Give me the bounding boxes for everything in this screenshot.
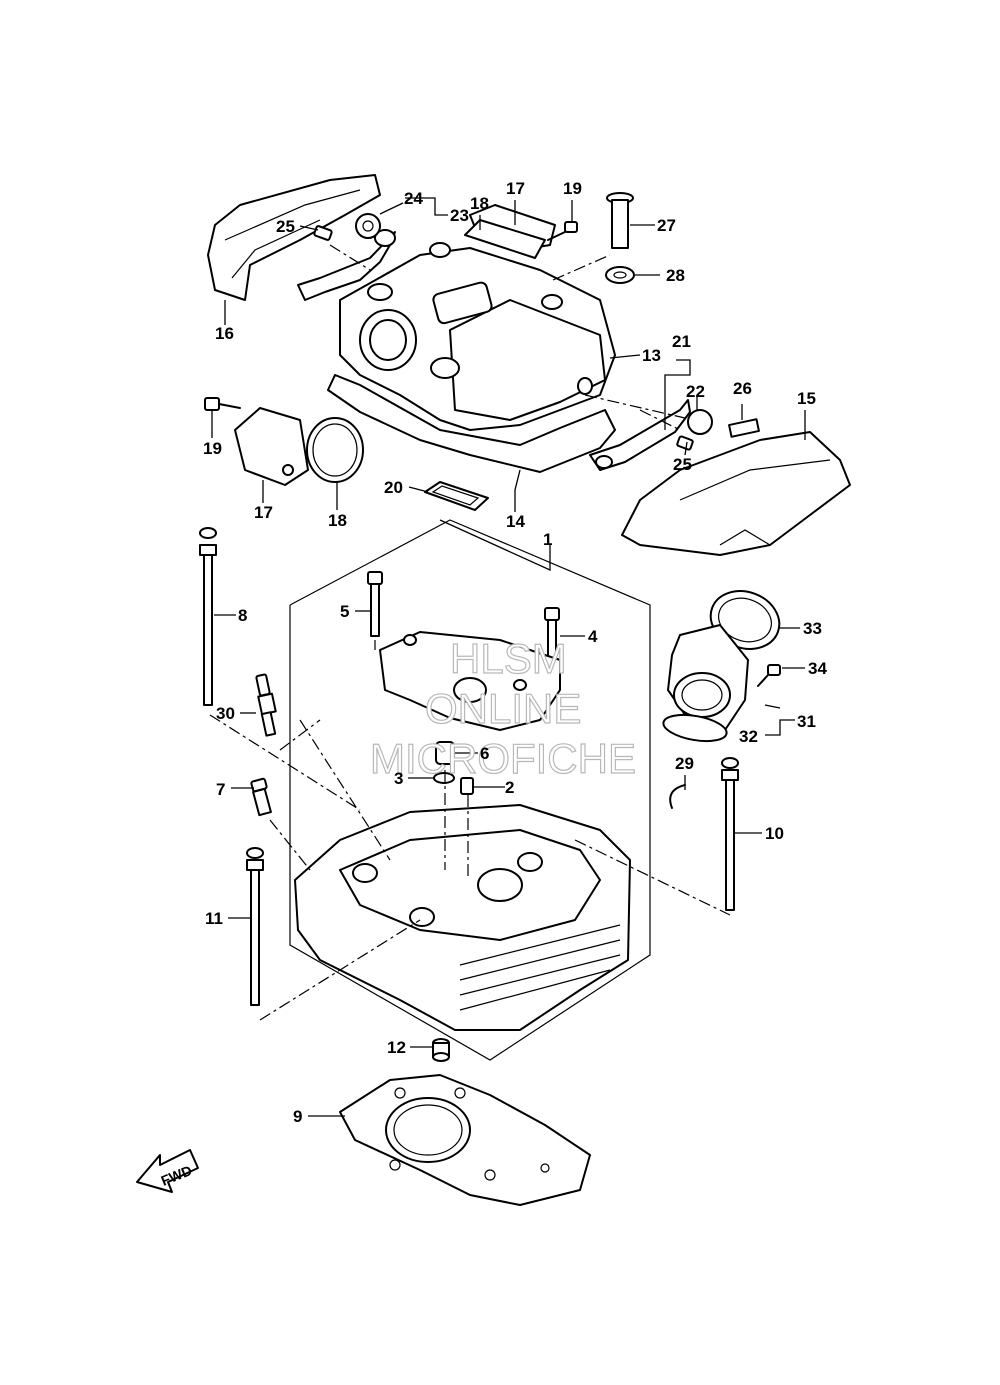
callout-18-left: 18 [328,511,347,530]
damper-24 [355,213,381,239]
tappet-cover-17-left [234,407,309,486]
bracket-21 [589,399,691,471]
callout-6: 6 [480,744,489,763]
valve-guide-7 [250,777,272,817]
bolt-10 [721,757,739,911]
callout-27: 27 [657,216,676,235]
watermark-line-3: MICROFICHE [370,735,636,782]
assembly-outline [289,519,651,1061]
callout-12: 12 [387,1038,406,1057]
callout-31: 31 [797,712,816,731]
bolt-11 [246,847,264,1006]
callout-18-right: 18 [470,194,489,213]
bolt-19-right [547,221,578,241]
callout-28: 28 [666,266,685,285]
screw-34 [757,664,781,687]
callout-14: 14 [506,512,525,531]
callout-5: 5 [340,602,349,621]
dowel-6 [435,741,455,765]
callout-4: 4 [588,627,598,646]
callout-22: 22 [686,382,705,401]
bolt-8 [199,527,217,706]
callout-2: 2 [505,778,514,797]
bracket-23 [297,229,396,301]
head-cover-gasket-14 [327,374,616,473]
callout-34: 34 [808,659,827,678]
callout-29: 29 [675,754,694,773]
o-ring-18-left [306,417,364,483]
bolt-19-left [204,397,241,411]
callout-32: 32 [739,727,758,746]
o-ring-32 [662,713,728,743]
dowel-12 [432,1038,450,1062]
washer-28 [605,266,635,284]
callout-30: 30 [216,704,235,723]
leader-lines [211,197,806,1117]
callout-17-left: 17 [254,503,273,522]
bolt-5 [367,571,383,637]
callout-3: 3 [394,769,403,788]
head-cover-13 [339,242,616,431]
watermark: HLSM ONLINE MICROFICHE [369,634,636,782]
callout-16: 16 [215,324,234,343]
callout-15: 15 [797,389,816,408]
gasket-20 [424,481,489,511]
callout-9: 9 [293,1107,302,1126]
callouts: 1 2 3 4 5 6 7 8 9 10 11 12 13 14 15 16 1… [203,179,827,1126]
o-ring-18-right [464,219,546,259]
spark-plug-30 [255,673,277,737]
callout-21: 21 [672,332,691,351]
callout-24: 24 [404,189,423,208]
callout-20: 20 [384,478,403,497]
fwd-arrow-icon: FWD [136,1149,199,1193]
cover-15 [621,431,851,556]
callout-33: 33 [803,619,822,638]
damper-22 [687,409,713,435]
callout-7: 7 [216,780,225,799]
bolt-27 [606,192,634,249]
bolt-25-left [313,225,333,241]
cylinder-head-1 [294,804,631,1031]
clip-29 [669,784,686,809]
callout-19-right: 19 [563,179,582,198]
emblem-26 [728,418,760,438]
camshaft-holder [379,631,561,731]
callout-25-right: 25 [673,455,692,474]
callout-13: 13 [642,346,661,365]
callout-25-left: 25 [276,217,295,236]
watermark-line-1: HLSM [450,635,567,682]
callout-11: 11 [205,909,223,928]
watermark-line-2: ONLINE [425,685,581,732]
bolt-25-right [676,435,694,451]
callout-26: 26 [733,379,752,398]
callout-8: 8 [238,606,247,625]
callout-23: 23 [450,206,469,225]
callout-1: 1 [543,530,552,549]
callout-17-right: 17 [506,179,525,198]
callout-19-left: 19 [203,439,222,458]
callout-10: 10 [765,824,784,843]
intake-pipe-31 [667,624,749,731]
pin-2 [460,777,474,795]
cylinder-head-gasket-9 [339,1074,591,1206]
